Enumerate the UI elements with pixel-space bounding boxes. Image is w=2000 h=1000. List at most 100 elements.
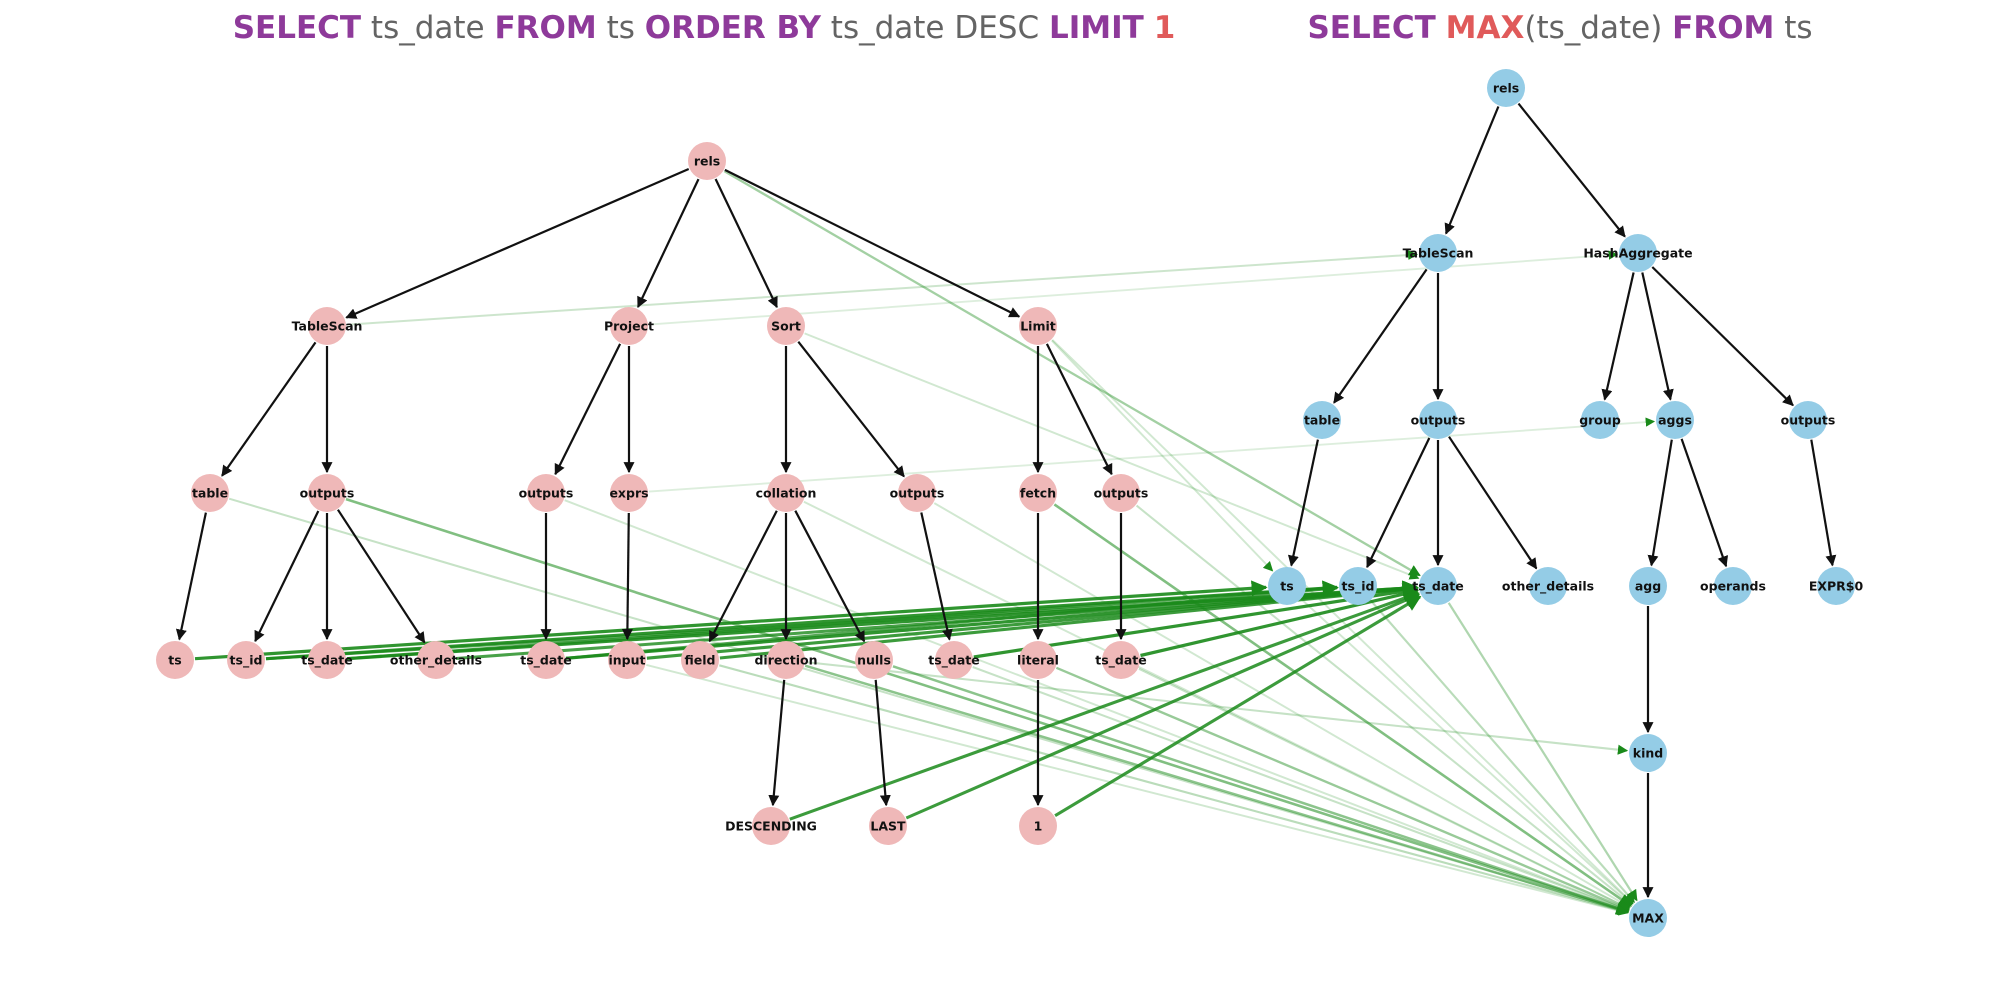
match-edge xyxy=(1447,602,1638,902)
tree-edge xyxy=(1333,268,1428,404)
node-l-ts-date1: ts_date xyxy=(301,641,353,679)
node-label: 1 xyxy=(1034,819,1043,834)
node-l-input: input xyxy=(608,641,646,679)
tree-edge xyxy=(1045,343,1113,476)
node-label: aggs xyxy=(1658,413,1692,428)
node-circle xyxy=(308,474,346,512)
node-r-kind: kind xyxy=(1629,734,1667,772)
node-label: ts xyxy=(1280,579,1293,594)
node-l-one: 1 xyxy=(1019,807,1057,845)
match-edge xyxy=(1054,595,1422,818)
tree-edge xyxy=(1641,272,1674,401)
tree-edge xyxy=(714,178,778,309)
tree-edge xyxy=(1647,439,1673,567)
node-label: fetch xyxy=(1020,486,1056,501)
node-circle xyxy=(1102,641,1140,679)
tree-edge xyxy=(1287,439,1319,567)
match-edge xyxy=(1053,503,1632,908)
node-circle xyxy=(1789,401,1827,439)
node-r-hashagg: HashAggregate xyxy=(1583,234,1693,272)
node-label: ts_date xyxy=(301,653,353,669)
title-left-part: ts_date DESC xyxy=(821,10,1049,46)
node-circle xyxy=(1102,474,1140,512)
node-label: EXPR$0 xyxy=(1809,579,1864,594)
node-circle xyxy=(1339,567,1377,605)
node-l-nulls: nulls xyxy=(855,641,893,679)
node-circle xyxy=(1303,401,1341,439)
node-circle xyxy=(1268,567,1306,605)
node-circle xyxy=(935,641,973,679)
node-circle xyxy=(1714,567,1752,605)
match-edge xyxy=(804,332,1420,580)
tree-edges xyxy=(175,102,1837,899)
node-label: collation xyxy=(756,486,817,501)
tree-edge xyxy=(254,510,320,643)
node-circle xyxy=(688,142,726,180)
node-r-ts-id: ts_id xyxy=(1339,567,1377,605)
tree-edge xyxy=(345,167,690,319)
match-edge xyxy=(1051,339,1634,905)
node-circle xyxy=(681,641,719,679)
node-l-sort: Sort xyxy=(767,307,805,345)
node-l-ts: ts xyxy=(156,641,194,679)
node-label: TableScan xyxy=(1403,246,1474,261)
node-label: ts_date xyxy=(928,653,980,669)
node-l-ts-date2: ts_date xyxy=(520,641,572,679)
title-left-part: ts_date xyxy=(361,10,494,46)
node-label: ts_id xyxy=(1342,579,1375,595)
node-circle xyxy=(1817,567,1855,605)
node-circle xyxy=(1419,234,1457,272)
match-edge xyxy=(804,664,1630,915)
node-circle xyxy=(191,474,229,512)
match-edge xyxy=(789,590,1420,821)
node-r-agg: agg xyxy=(1629,567,1667,605)
tree-edge xyxy=(621,512,633,641)
node-r-other-details: other_details xyxy=(1502,567,1594,605)
node-l-ts-outputs: outputs xyxy=(300,474,355,512)
node-circle xyxy=(1019,807,1057,845)
node-l-fetch: fetch xyxy=(1019,474,1057,512)
node-l-proj-outputs: outputs xyxy=(519,474,573,512)
tree-edge xyxy=(768,679,786,807)
tree-edge xyxy=(637,178,700,308)
node-circle xyxy=(227,641,265,679)
tree-edge xyxy=(797,341,905,478)
node-circle xyxy=(1019,474,1057,512)
title-right-part: ts xyxy=(1774,10,1812,46)
match-edge xyxy=(1055,666,1630,912)
node-label: rels xyxy=(1493,81,1519,96)
title-left-part xyxy=(1144,10,1154,46)
node-r-operands: operands xyxy=(1700,567,1766,605)
node-r-ts-date: ts_date xyxy=(1412,567,1464,605)
node-circle xyxy=(1529,567,1567,605)
title-right-part xyxy=(1436,10,1446,46)
node-label: outputs xyxy=(1411,413,1466,428)
match-edge xyxy=(346,250,1418,326)
node-l-sort-outputs: outputs xyxy=(890,474,944,512)
node-circle xyxy=(855,641,893,679)
node-circle xyxy=(527,641,565,679)
node-label: operands xyxy=(1700,579,1766,594)
node-label: table xyxy=(1304,413,1340,428)
node-label: Limit xyxy=(1020,319,1056,334)
tree-edge xyxy=(336,509,426,644)
node-l-descending: DESCENDING xyxy=(725,807,817,845)
tree-edge xyxy=(1601,272,1635,401)
node-label: outputs xyxy=(300,486,355,501)
node-label: outputs xyxy=(1094,486,1149,501)
match-edge xyxy=(805,661,1629,755)
node-r-ts-outputs: outputs xyxy=(1411,401,1466,439)
node-circle xyxy=(1629,899,1667,937)
tree-edge xyxy=(1444,106,1500,235)
node-label: other_details xyxy=(390,653,482,669)
node-label: other_details xyxy=(1502,579,1594,595)
node-circle xyxy=(1019,307,1057,345)
node-label: ts_id xyxy=(230,653,263,669)
node-label: ts_date xyxy=(520,653,572,669)
node-label: rels xyxy=(694,154,720,169)
node-r-expr0: EXPR$0 xyxy=(1809,567,1864,605)
node-l-last: LAST xyxy=(869,807,907,845)
match-edge xyxy=(1140,586,1420,658)
node-l-ts-date4: ts_date xyxy=(1095,641,1147,679)
